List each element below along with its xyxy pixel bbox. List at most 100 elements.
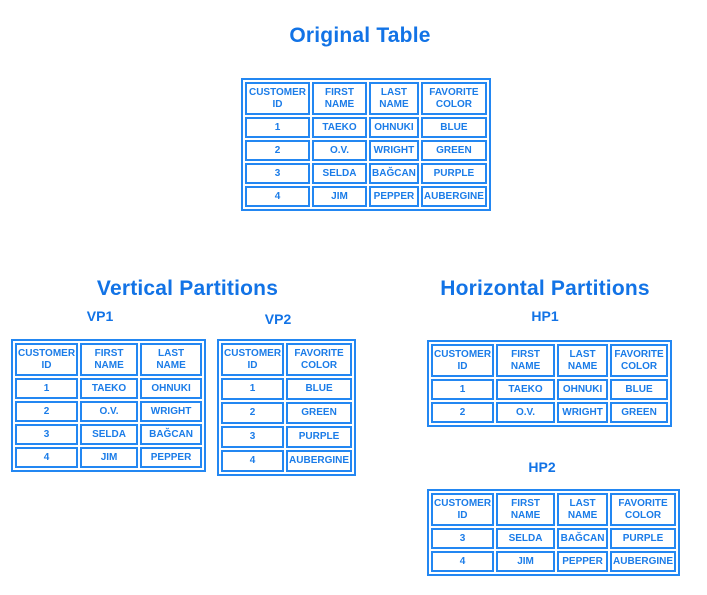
data-cell: TAEKO <box>312 117 367 138</box>
data-cell: 2 <box>245 140 310 161</box>
vp1-table: CUSTOMER ID FIRST NAME LAST NAME 1 TAEKO… <box>11 339 207 472</box>
hp1-label: HP1 <box>531 308 559 324</box>
data-cell: 4 <box>431 551 495 572</box>
table-header-row: CUSTOMER ID FIRST NAME LAST NAME FAVORIT… <box>431 493 677 526</box>
data-cell: BAĞCAN <box>369 163 419 184</box>
data-cell: 1 <box>431 379 495 400</box>
data-cell: OHNUKI <box>557 379 609 400</box>
table-row: 1 TAEKO OHNUKI BLUE <box>431 379 669 400</box>
data-cell: BLUE <box>420 117 487 138</box>
data-cell: BAĞCAN <box>140 424 203 445</box>
header-cell: FAVORITE COLOR <box>610 344 669 377</box>
header-cell: FIRST NAME <box>496 344 556 377</box>
vertical-partitions-title: Vertical Partitions <box>96 277 279 300</box>
data-cell: GREEN <box>420 140 487 161</box>
table-row: 1 TAEKO OHNUKI <box>15 378 203 399</box>
table-row: 4 JIM PEPPER <box>15 447 203 468</box>
header-cell: FIRST NAME <box>312 82 367 115</box>
data-cell: 4 <box>221 450 285 472</box>
data-cell: JIM <box>312 186 367 207</box>
vp2-label: VP2 <box>264 311 292 327</box>
data-cell: 2 <box>221 402 285 424</box>
header-cell: CUSTOMER ID <box>221 343 285 376</box>
hp2-label: HP2 <box>528 459 556 475</box>
header-cell: FAVORITE COLOR <box>420 82 487 115</box>
data-cell: 2 <box>431 402 495 423</box>
table-row: 2 O.V. WRIGHT GREEN <box>245 140 487 161</box>
data-cell: TAEKO <box>80 378 139 399</box>
data-cell: OHNUKI <box>369 117 419 138</box>
data-cell: O.V. <box>312 140 367 161</box>
header-cell: LAST NAME <box>140 343 203 376</box>
data-cell: O.V. <box>496 402 556 423</box>
data-cell: BLUE <box>610 379 669 400</box>
header-cell: LAST NAME <box>369 82 419 115</box>
data-cell: PURPLE <box>420 163 487 184</box>
data-cell: GREEN <box>610 402 669 423</box>
table-header-row: CUSTOMER ID FIRST NAME LAST NAME <box>15 343 203 376</box>
header-cell: FAVORITE COLOR <box>286 343 353 376</box>
data-cell: SELDA <box>496 528 556 549</box>
table-row: 4 JIM PEPPER AUBERGINE <box>431 551 677 572</box>
data-cell: 2 <box>15 401 79 422</box>
header-cell: LAST NAME <box>557 493 609 526</box>
table-row: 3 SELDA BAĞCAN <box>15 424 203 445</box>
table-row: 3 PURPLE <box>221 426 353 448</box>
data-cell: 1 <box>245 117 310 138</box>
table-header-row: CUSTOMER ID FAVORITE COLOR <box>221 343 353 376</box>
vp2-table: CUSTOMER ID FAVORITE COLOR 1 BLUE 2 GREE… <box>217 339 357 476</box>
header-cell: CUSTOMER ID <box>15 343 79 376</box>
original-table-title: Original Table <box>289 24 431 47</box>
data-cell: 3 <box>431 528 495 549</box>
table-row: 4 JIM PEPPER AUBERGINE <box>245 186 487 207</box>
table-row: 2 O.V. WRIGHT GREEN <box>431 402 669 423</box>
table-row: 3 SELDA BAĞCAN PURPLE <box>431 528 677 549</box>
data-cell: 3 <box>221 426 285 448</box>
original-table: CUSTOMER ID FIRST NAME LAST NAME FAVORIT… <box>241 78 491 211</box>
data-cell: OHNUKI <box>140 378 203 399</box>
data-cell: JIM <box>496 551 556 572</box>
table-row: 1 BLUE <box>221 378 353 400</box>
data-cell: AUBERGINE <box>286 450 353 472</box>
data-cell: 1 <box>221 378 285 400</box>
table-header-row: CUSTOMER ID FIRST NAME LAST NAME FAVORIT… <box>431 344 669 377</box>
horizontal-partitions-title: Horizontal Partitions <box>440 277 650 300</box>
data-cell: TAEKO <box>496 379 556 400</box>
data-cell: O.V. <box>80 401 139 422</box>
header-cell: FAVORITE COLOR <box>610 493 677 526</box>
vp1-label: VP1 <box>86 308 114 324</box>
data-cell: JIM <box>80 447 139 468</box>
header-cell: CUSTOMER ID <box>431 493 495 526</box>
data-cell: PEPPER <box>557 551 609 572</box>
hp1-table: CUSTOMER ID FIRST NAME LAST NAME FAVORIT… <box>427 340 673 427</box>
data-cell: WRIGHT <box>557 402 609 423</box>
data-cell: 4 <box>245 186 310 207</box>
data-cell: SELDA <box>312 163 367 184</box>
header-cell: CUSTOMER ID <box>431 344 495 377</box>
data-cell: PURPLE <box>286 426 353 448</box>
data-cell: WRIGHT <box>369 140 419 161</box>
data-cell: 3 <box>245 163 310 184</box>
table-row: 4 AUBERGINE <box>221 450 353 472</box>
data-cell: 3 <box>15 424 79 445</box>
data-cell: BLUE <box>286 378 353 400</box>
data-cell: AUBERGINE <box>420 186 487 207</box>
data-cell: GREEN <box>286 402 353 424</box>
table-row: 2 GREEN <box>221 402 353 424</box>
table-row: 2 O.V. WRIGHT <box>15 401 203 422</box>
data-cell: PEPPER <box>140 447 203 468</box>
header-cell: CUSTOMER ID <box>245 82 310 115</box>
header-cell: FIRST NAME <box>496 493 556 526</box>
data-cell: PEPPER <box>369 186 419 207</box>
data-cell: WRIGHT <box>140 401 203 422</box>
header-cell: LAST NAME <box>557 344 609 377</box>
data-cell: SELDA <box>80 424 139 445</box>
data-cell: BAĞCAN <box>557 528 609 549</box>
data-cell: 1 <box>15 378 79 399</box>
header-cell: FIRST NAME <box>80 343 139 376</box>
table-row: 1 TAEKO OHNUKI BLUE <box>245 117 487 138</box>
data-cell: PURPLE <box>610 528 677 549</box>
data-cell: 4 <box>15 447 79 468</box>
data-cell: AUBERGINE <box>610 551 677 572</box>
